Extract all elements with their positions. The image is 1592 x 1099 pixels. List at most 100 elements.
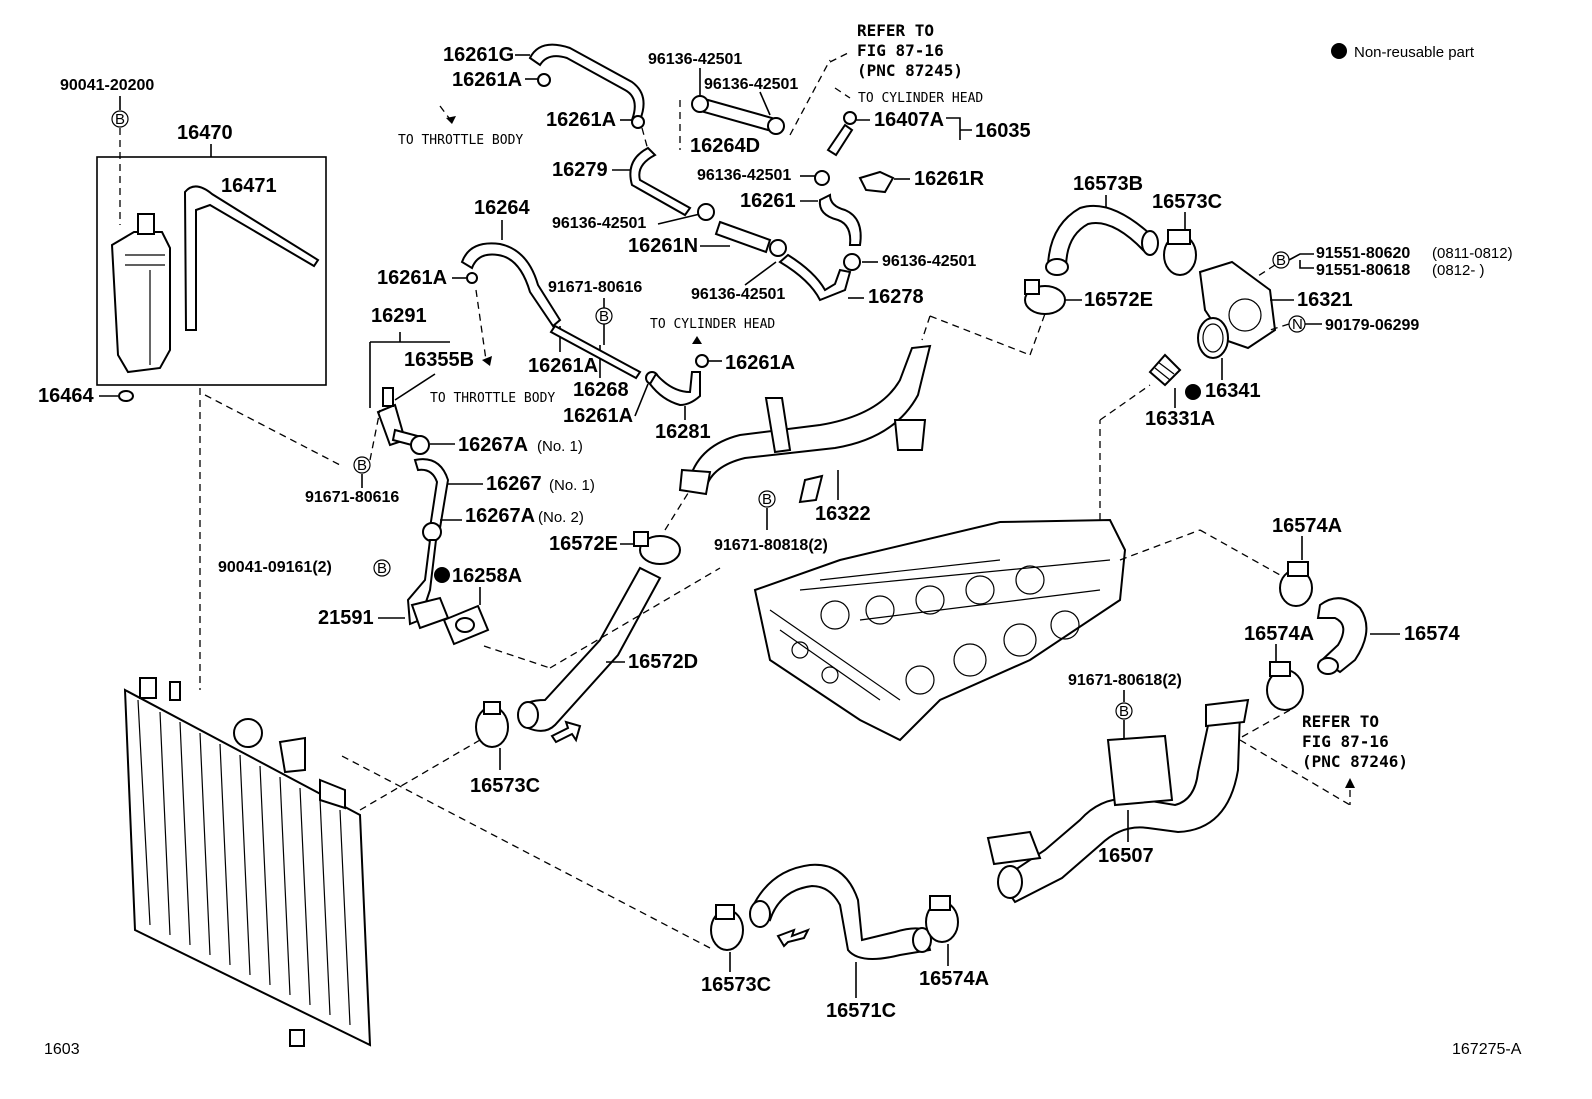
part-16572E-b[interactable]: 16572E	[1084, 289, 1153, 311]
part-16261A-3[interactable]: 16261A	[377, 267, 447, 289]
hose-16278[interactable]	[778, 253, 852, 302]
part-96136-f[interactable]: 96136-42501	[882, 253, 976, 270]
part-16261A-2[interactable]: 16261A	[546, 109, 616, 131]
hose-16267[interactable]	[413, 458, 450, 529]
part-16573C-a[interactable]: 16573C	[470, 775, 540, 797]
pipe-16507[interactable]	[986, 698, 1250, 904]
hose-16574[interactable]	[1316, 597, 1368, 675]
part-91551-80620[interactable]: 91551-80620	[1316, 245, 1410, 262]
part-90179-06299[interactable]: 90179-06299	[1325, 317, 1419, 334]
svg-text:B: B	[1276, 252, 1286, 269]
part-96136-a[interactable]: 96136-42501	[648, 51, 742, 68]
part-16574[interactable]: 16574	[1404, 623, 1460, 645]
part-16035[interactable]: 16035	[975, 120, 1031, 142]
part-96136-b[interactable]: 96136-42501	[704, 76, 798, 93]
clamp-16572E-a[interactable]	[633, 531, 681, 565]
hose-16261N[interactable]	[714, 220, 787, 257]
part-16281[interactable]: 16281	[655, 421, 711, 443]
hose-16264[interactable]	[460, 242, 562, 328]
part-16470[interactable]: 16470	[177, 122, 233, 144]
part-16571C[interactable]: 16571C	[826, 1000, 896, 1022]
part-91671-80618[interactable]: 91671-80618(2)	[1068, 672, 1182, 689]
hose-16264D[interactable]	[691, 95, 785, 135]
pipe-21591[interactable]	[406, 539, 450, 630]
radiator[interactable]	[123, 677, 372, 1047]
part-16279[interactable]: 16279	[552, 159, 608, 181]
thermostat-16331A[interactable]	[1148, 353, 1182, 387]
reservoir-hose[interactable]	[183, 185, 320, 331]
pipe-16268[interactable]	[549, 324, 642, 380]
part-16261R[interactable]: 16261R	[914, 168, 985, 190]
part-16574A-c[interactable]: 16574A	[919, 968, 989, 990]
part-16321[interactable]: 16321	[1297, 289, 1353, 311]
part-16572E-a[interactable]: 16572E	[549, 533, 618, 555]
hose-16279[interactable]	[629, 146, 692, 217]
clip-16261R[interactable]	[858, 170, 895, 194]
part-16261N[interactable]: 16261N	[628, 235, 698, 257]
part-16355B[interactable]: 16355B	[404, 349, 474, 371]
cap-16464[interactable]	[118, 390, 134, 402]
hose-16261[interactable]	[818, 193, 862, 246]
part-96136-c[interactable]: 96136-42501	[697, 167, 791, 184]
part-16268[interactable]: 16268	[573, 379, 629, 401]
part-16267A-1[interactable]: 16267A	[458, 434, 528, 456]
part-16278[interactable]: 16278	[868, 286, 924, 308]
clamp-16573C-b[interactable]	[1163, 229, 1197, 276]
part-16258A[interactable]: 16258A	[452, 565, 522, 587]
part-91671-80616-a[interactable]: 91671-80616	[548, 279, 642, 296]
flow-arrow-icon	[550, 720, 582, 744]
part-90041-09161[interactable]: 90041-09161(2)	[218, 559, 332, 576]
part-16574A-a[interactable]: 16574A	[1272, 515, 1342, 537]
hose-16281[interactable]	[648, 371, 701, 407]
pipe-16322[interactable]	[678, 344, 932, 504]
part-16471[interactable]: 16471	[221, 175, 277, 197]
part-16322[interactable]: 16322	[815, 503, 871, 525]
part-16264[interactable]: 16264	[474, 197, 530, 219]
part-21591[interactable]: 21591	[318, 607, 374, 629]
part-16261G[interactable]: 16261G	[443, 44, 514, 66]
part-16573C-b[interactable]: 16573C	[1152, 191, 1222, 213]
cylinder-head[interactable]	[753, 518, 1127, 742]
note-refer-2-l1: REFER TO	[1302, 712, 1379, 731]
clamp-16572E-b[interactable]	[1024, 279, 1066, 315]
part-16267A-2[interactable]: 16267A	[465, 505, 535, 527]
part-16573C-c[interactable]: 16573C	[701, 974, 771, 996]
part-16331A[interactable]: 16331A	[1145, 408, 1215, 430]
part-91671-80818[interactable]: 91671-80818(2)	[714, 537, 828, 554]
clamp-16574A-c[interactable]	[925, 895, 959, 943]
part-16264D[interactable]: 16264D	[690, 135, 760, 157]
part-16574A-b[interactable]: 16574A	[1244, 623, 1314, 645]
part-16267[interactable]: 16267	[486, 473, 542, 495]
clamp-16574A-b[interactable]	[1266, 661, 1304, 711]
part-16261A-6[interactable]: 16261A	[725, 352, 795, 374]
part-16464[interactable]: 16464	[38, 385, 94, 407]
hose-16573B[interactable]	[1045, 204, 1159, 276]
gasket-16258A[interactable]	[442, 604, 490, 646]
hose-16571C[interactable]	[749, 863, 932, 960]
part-16261A-4[interactable]: 16261A	[528, 355, 598, 377]
clamp-16573C-a[interactable]	[475, 701, 509, 748]
part-16407A[interactable]: 16407A	[874, 109, 944, 131]
note-cylinder-head-1: TO CYLINDER HEAD	[858, 91, 983, 106]
part-96136-d[interactable]: 96136-42501	[552, 215, 646, 232]
gasket-16341[interactable]	[1197, 317, 1229, 359]
part-16261A-top[interactable]: 16261A	[452, 69, 522, 91]
note-refer-1-l3: (PNC 87245)	[857, 61, 963, 80]
part-90041-20200[interactable]: 90041-20200	[60, 77, 154, 94]
reservoir-tank[interactable]	[110, 213, 171, 374]
part-16572D[interactable]: 16572D	[628, 651, 698, 673]
part-91551-80618[interactable]: 91551-80618	[1316, 262, 1410, 279]
part-16261[interactable]: 16261	[740, 190, 796, 212]
part-16261A-5[interactable]: 16261A	[563, 405, 633, 427]
hose-16572D[interactable]	[517, 566, 662, 732]
part-96136-e[interactable]: 96136-42501	[691, 286, 785, 303]
part-91671-80616-b[interactable]: 91671-80616	[305, 489, 399, 506]
part-16507[interactable]: 16507	[1098, 845, 1154, 867]
clamp-16574A-a[interactable]	[1279, 561, 1313, 607]
part-16291[interactable]: 16291	[371, 305, 427, 327]
part-16341[interactable]: 16341	[1205, 380, 1261, 402]
fitting-16407A[interactable]	[826, 111, 857, 157]
clamp-16573C-c[interactable]	[710, 904, 744, 951]
part-16573B[interactable]: 16573B	[1073, 173, 1143, 195]
note-throttle-body-1: TO THROTTLE BODY	[398, 133, 523, 148]
